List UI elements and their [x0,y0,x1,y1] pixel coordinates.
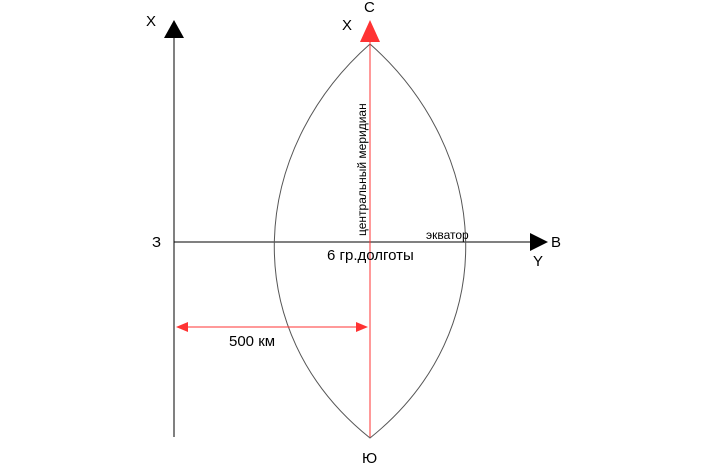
x-axis-left-arrow [164,20,184,38]
y-axis-label: Y [533,253,543,270]
x-axis-left-label: X [146,13,156,30]
distance-label: 500 км [229,333,275,350]
distance-arrow-right [356,322,368,332]
equator-label: экватор [426,228,469,242]
west-label: З [152,234,161,251]
meridian-arrow [360,20,380,42]
east-label: В [551,234,561,251]
central-meridian-label: центральный меридиан [355,103,369,236]
south-label: Ю [362,450,377,467]
distance-arrow-left [176,322,188,332]
y-axis-arrow [530,233,548,251]
zone-outline [273,43,467,439]
north-label: С [364,0,375,16]
zone-width-label: 6 гр.долготы [327,247,414,264]
x-axis-meridian-label: X [342,17,352,34]
